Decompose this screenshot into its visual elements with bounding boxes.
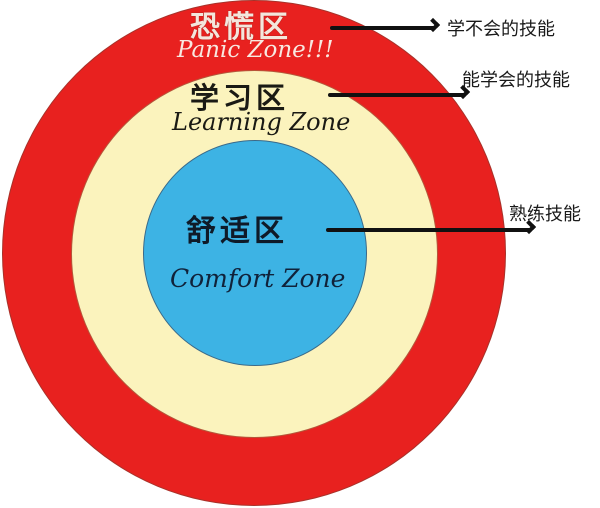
comfort-zone-ring	[143, 140, 367, 366]
comfort-zone-note: 熟练技能	[509, 204, 581, 225]
panic-zone-note: 学不会的技能	[447, 19, 555, 40]
panic-zone-title-cn: 恐慌区	[190, 10, 292, 45]
arrow-right-icon	[330, 26, 436, 30]
learning-zone-note: 能学会的技能	[462, 70, 570, 91]
panic-zone-title-en: Panic Zone!!!	[177, 37, 334, 63]
learning-zone-title-cn: 学习区	[190, 81, 290, 115]
comfort-zone-title-en: Comfort Zone	[170, 264, 346, 293]
comfort-zone-title-cn: 舒适区	[186, 214, 288, 249]
learning-zone-title-en: Learning Zone	[172, 108, 351, 136]
arrow-right-icon	[326, 228, 532, 232]
arrow-right-icon	[328, 93, 466, 97]
